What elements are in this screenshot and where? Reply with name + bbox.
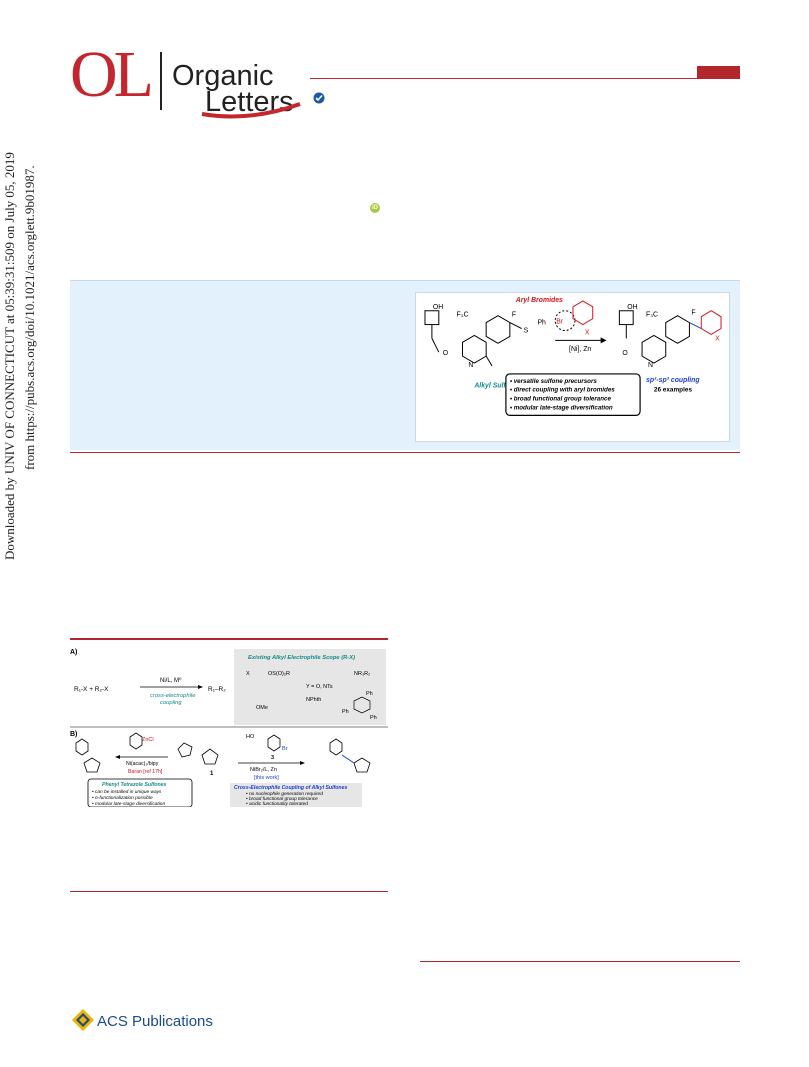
cmpd2-ring xyxy=(83,757,101,773)
box1-item-1: • can be installed in unique ways xyxy=(92,789,162,795)
panel-a-label: A) xyxy=(70,649,77,656)
compound-1-label: 1 xyxy=(210,771,214,777)
s-label: S xyxy=(524,327,529,334)
scope-epoxide: Y = O, NTs xyxy=(306,684,333,690)
journal-name-line2: Letters xyxy=(205,86,294,118)
examples-count: 26 examples xyxy=(654,387,693,394)
product-o-label: O xyxy=(622,350,628,357)
reaction-a-conditions: Ni/L, M⁰ xyxy=(160,677,182,684)
ph-label: Ph xyxy=(537,320,546,327)
reagent-3-br: Br xyxy=(282,746,288,752)
abstract-rule xyxy=(70,452,740,453)
box2-item-3: • acidic functionality tolerated xyxy=(246,801,308,807)
journal-logo-letters: OL xyxy=(70,38,154,111)
reagent-3-oh: HO xyxy=(246,734,255,740)
scope-ammonium: NR₃R₂ xyxy=(354,671,370,677)
x-label: X xyxy=(585,329,590,336)
figure-rule-bottom xyxy=(70,891,388,892)
box2-item-1: • no nucleophile generation required xyxy=(246,791,323,797)
logo-divider xyxy=(160,52,162,110)
phenyl-tetrazole-box xyxy=(87,778,193,807)
dashed-circle xyxy=(554,310,576,331)
reagent-3-label: 3 xyxy=(271,755,274,761)
this-work-box xyxy=(230,783,362,807)
sulfone-structure xyxy=(424,310,522,367)
publisher-name[interactable]: ACS Publications xyxy=(97,1013,213,1030)
reaction-a-product: R₁–R₂ xyxy=(208,686,226,693)
baran-reference: Baran [ref 17h] xyxy=(128,769,163,775)
product-x-label: X xyxy=(715,335,720,342)
scope-sulfonate: OS(O)₂R xyxy=(268,671,290,677)
n-label: N xyxy=(468,362,473,369)
product-oh-label: OH xyxy=(627,304,637,311)
new-bond xyxy=(341,754,355,764)
scope-title: Existing Alkyl Electrophile Scope (R-X) xyxy=(248,655,355,661)
tetrazole-ring xyxy=(177,742,193,758)
toc-bullet-2: • direct coupling with aryl bromides xyxy=(510,387,615,394)
reaction-a-reactants: R₁-X + R₂-X xyxy=(74,686,109,693)
download-note-line1: Downloaded by UNIV OF CONNECTICUT at 05:… xyxy=(2,152,17,560)
f3c-label: F₃C xyxy=(457,312,469,319)
toc-bullet-4: • modular late-stage diversification xyxy=(510,404,613,411)
footnote-rule xyxy=(420,961,740,962)
o-label: O xyxy=(443,350,449,357)
oh-label: OH xyxy=(433,304,443,311)
toc-bullet-box xyxy=(505,373,641,416)
reaction-a-label-1: cross-electrophile xyxy=(150,693,196,699)
aryl-ring xyxy=(572,300,594,326)
product-structure xyxy=(618,310,722,364)
reagent-3-ring xyxy=(267,734,281,752)
logo-swoosh-icon xyxy=(201,102,301,119)
alkyl-sulfones-label: Alkyl Sulfones xyxy=(473,383,522,390)
coupling-type-label: sp²-sp³ coupling xyxy=(646,377,700,384)
pyridinium-ring xyxy=(353,696,371,714)
cmpd4-aryl xyxy=(329,738,343,756)
toc-bullet-3: • broad functional group tolerance xyxy=(510,396,612,403)
box1-item-2: • α-functionalization possible xyxy=(92,795,153,801)
box1-item-3: • modular late-stage diversification xyxy=(92,801,165,807)
scope-nhpi: NPhth xyxy=(306,697,321,703)
journal-name-line1: Organic xyxy=(172,60,274,92)
product-f3c-label: F₃C xyxy=(646,312,658,319)
zncl-phenyl xyxy=(129,732,143,750)
ni-zn-conditions: [Ni], Zn xyxy=(569,346,591,353)
this-work-conditions: NiBr₂/L, Zn xyxy=(250,767,277,773)
orcid-icon[interactable]: iD xyxy=(370,203,380,213)
figure-rule-top xyxy=(70,638,388,640)
download-note-line2: from https://pubs.acs.org/doi/10.1021/ac… xyxy=(22,165,37,470)
header-section-tab xyxy=(697,66,740,79)
zncl-label: ZnCl xyxy=(142,737,154,743)
scope-pyridinium-ph2: Ph xyxy=(342,709,349,715)
panel-b-label: B) xyxy=(70,731,77,738)
toc-bullet-1: • versatile sulfone precursors xyxy=(510,378,598,385)
box2-item-2: • broad functional group tolerance xyxy=(246,796,318,802)
box1-title: Phenyl Tetrazole Sulfones xyxy=(102,782,166,788)
product-n-label: N xyxy=(648,362,653,369)
scope-halide: X xyxy=(246,671,250,677)
baran-conditions: Ni(acac)₂/bipy xyxy=(126,761,159,767)
figure-1: A) R₁-X + R₂-X Ni/L, M⁰ cross-electrophi… xyxy=(70,649,388,807)
f-label: F xyxy=(512,312,516,319)
open-access-check-icon xyxy=(313,92,325,104)
aryl-bromides-label: Aryl Bromides xyxy=(515,297,563,304)
cmpd4-ring xyxy=(353,757,371,773)
toc-graphic: OH O N F₃C F S Ph Alkyl Sulfones Aryl Br… xyxy=(415,292,730,442)
scope-pyridinium-ph1: Ph xyxy=(366,691,373,697)
reaction-a-label-2: coupling xyxy=(160,700,182,706)
cmpd1-ring xyxy=(201,748,219,765)
product-f-label: F xyxy=(691,310,695,317)
scope-pyridinium-ph3: Ph xyxy=(370,715,377,721)
br-label: Br xyxy=(556,319,564,326)
scope-oxalate: OMe xyxy=(256,705,268,711)
box2-title: Cross-Electrophile Coupling of Alkyl Sul… xyxy=(234,785,347,791)
cmpd2-phenyl xyxy=(75,738,89,756)
header-rule xyxy=(310,78,740,79)
acs-logo-icon xyxy=(72,1009,94,1031)
this-work-label: [this work] xyxy=(254,775,279,781)
